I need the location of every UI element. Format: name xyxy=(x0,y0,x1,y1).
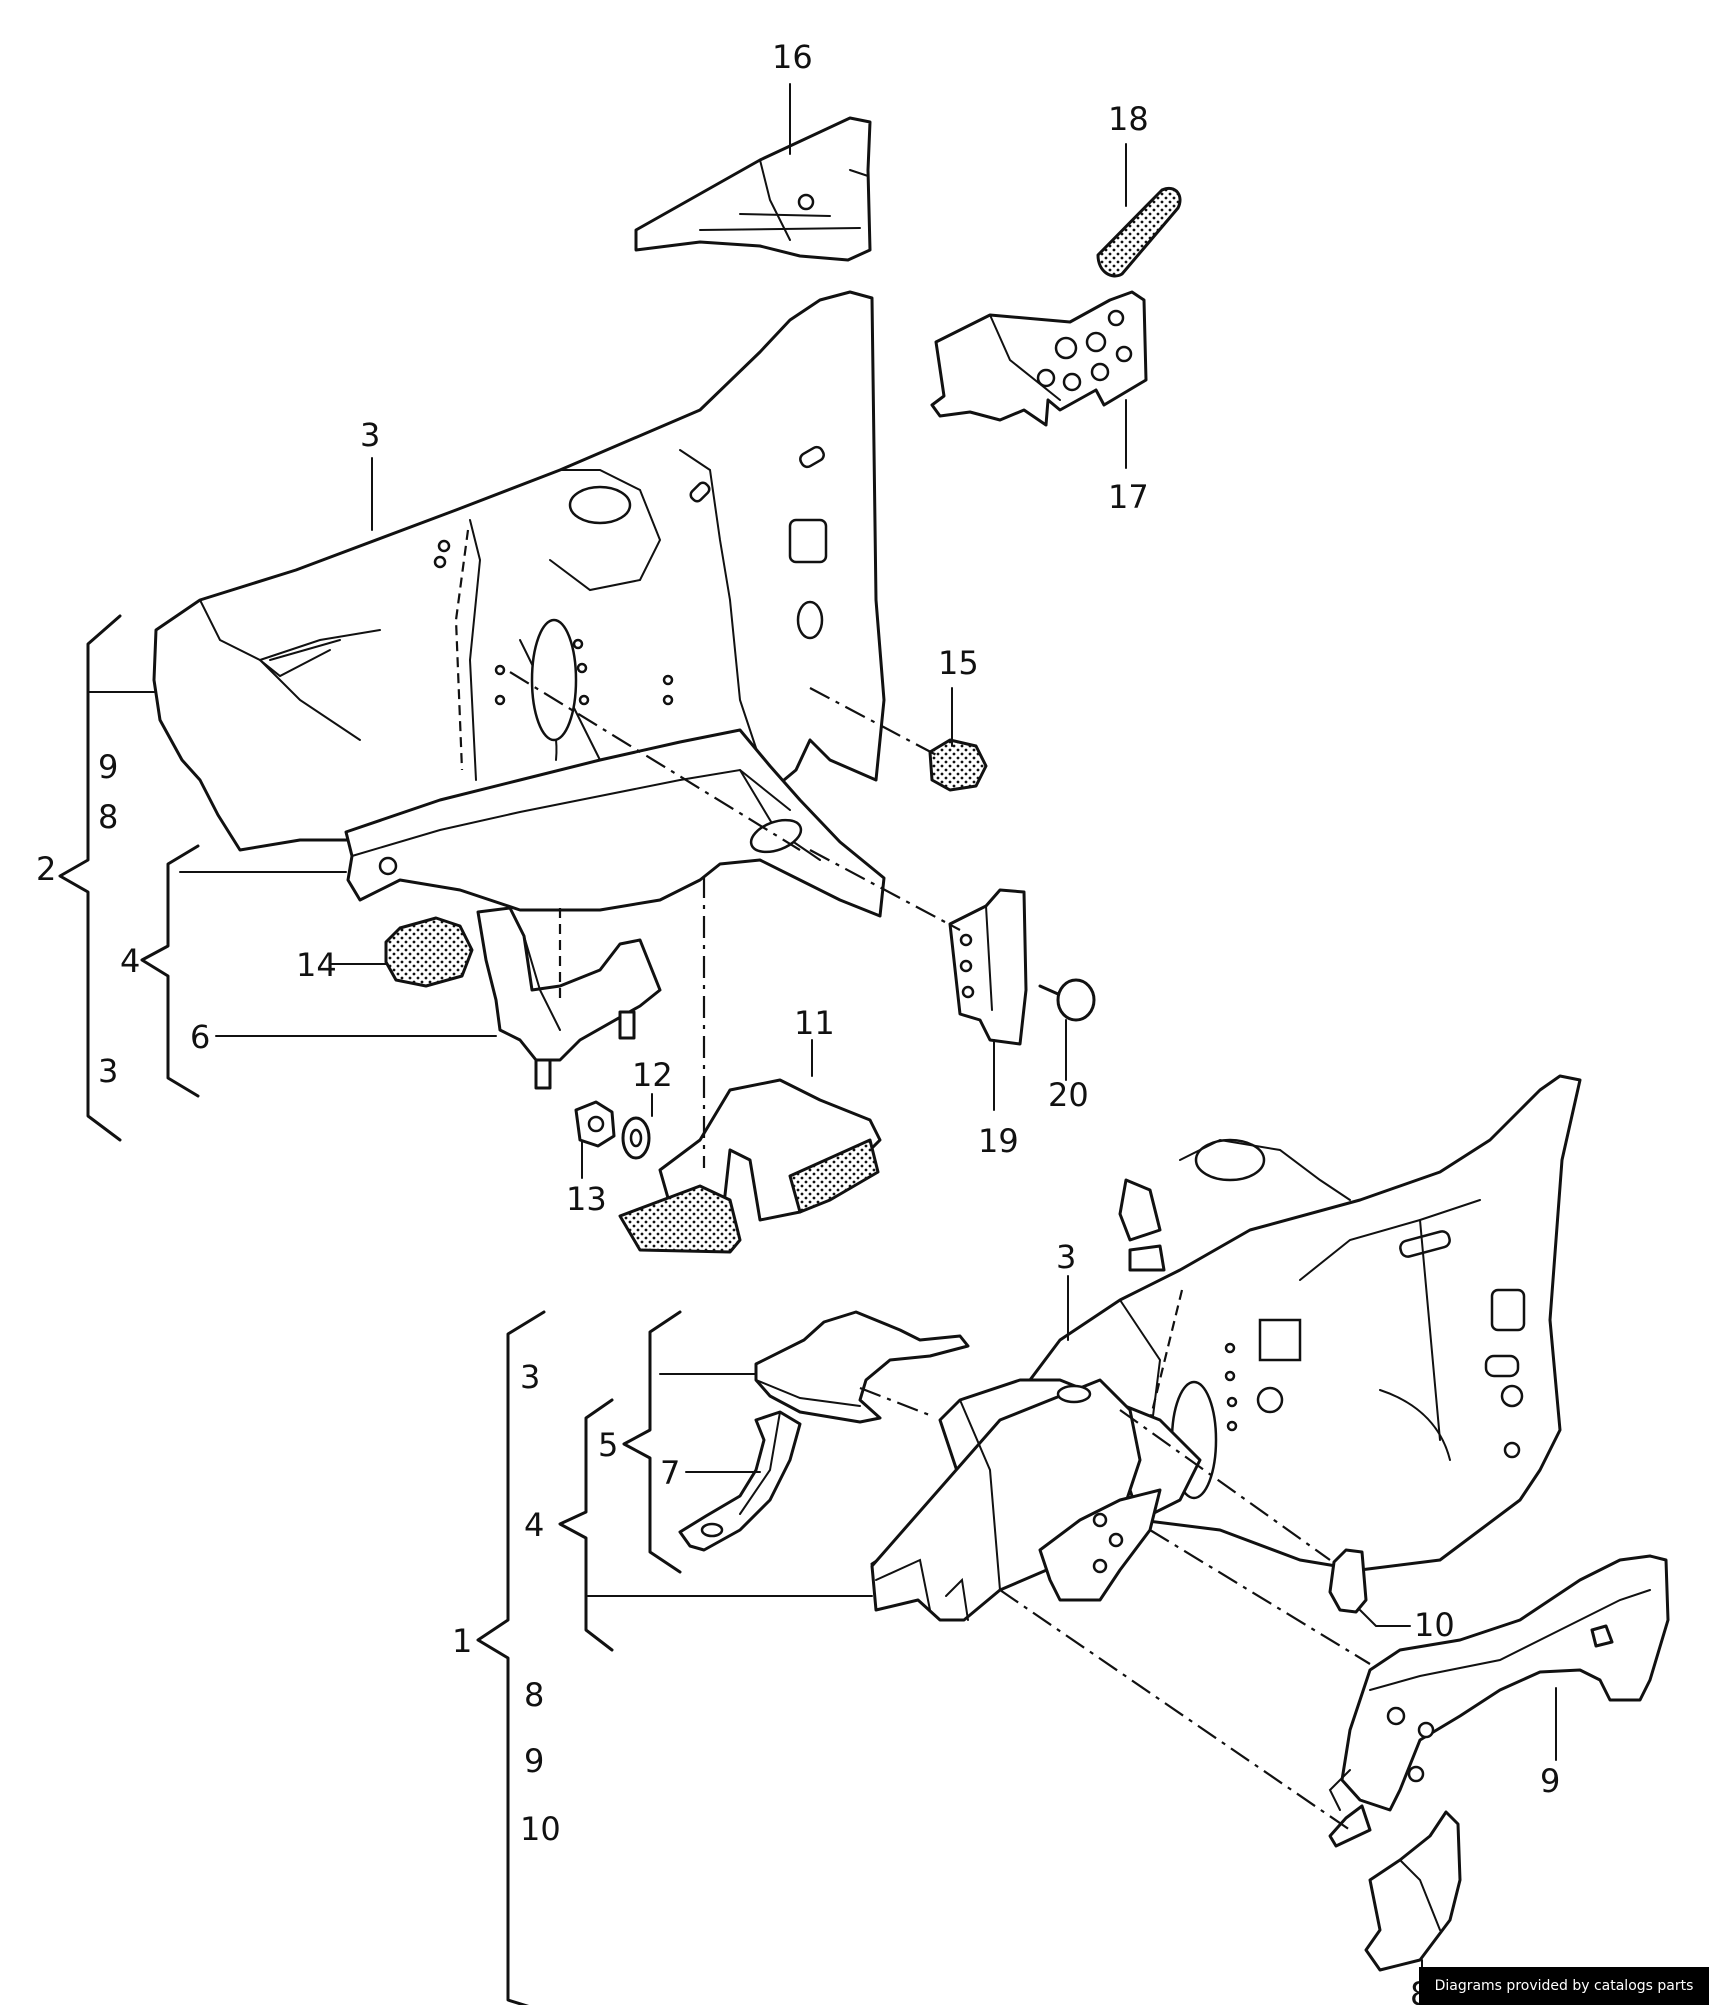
label-16: 16 xyxy=(772,38,813,76)
label-6: 6 xyxy=(190,1018,210,1056)
label-17: 17 xyxy=(1108,478,1149,516)
label-9-upper: 9 xyxy=(98,748,118,786)
label-4-upper: 4 xyxy=(120,942,140,980)
part-8-end-cap xyxy=(1328,1804,1462,1972)
label-8-lower-brace: 8 xyxy=(524,1676,544,1714)
label-20: 20 xyxy=(1048,1076,1089,1114)
label-10-part: 10 xyxy=(1414,1606,1455,1644)
label-2: 2 xyxy=(36,850,56,888)
part-9-side-member-lower xyxy=(1328,1554,1670,1812)
label-10-lower-brace: 10 xyxy=(520,1810,561,1848)
part-18-foam-insert xyxy=(1096,187,1182,278)
label-8-upper: 8 xyxy=(98,798,118,836)
label-11: 11 xyxy=(794,1004,835,1042)
label-9-part: 9 xyxy=(1540,1762,1560,1800)
part-19-plate xyxy=(948,888,1028,1046)
label-3-top: 3 xyxy=(360,416,380,454)
label-7: 7 xyxy=(660,1454,680,1492)
part-16-wheelhouse-extension xyxy=(634,116,872,262)
label-3-upper-brace: 3 xyxy=(98,1052,118,1090)
label-12: 12 xyxy=(632,1056,673,1094)
part-13-nut xyxy=(574,1100,616,1148)
label-3-lower-panel: 3 xyxy=(1056,1238,1076,1276)
label-13: 13 xyxy=(566,1180,607,1218)
label-15: 15 xyxy=(938,644,979,682)
label-1: 1 xyxy=(452,1622,472,1660)
label-3-lower-brace: 3 xyxy=(520,1358,540,1396)
label-9-lower-brace: 9 xyxy=(524,1742,544,1780)
part-9-side-member-upper xyxy=(344,728,886,918)
part-11-insulation xyxy=(618,1078,882,1254)
label-14: 14 xyxy=(296,946,337,984)
label-18: 18 xyxy=(1108,100,1149,138)
part-1-front-side-member xyxy=(870,1378,1202,1622)
part-20-clip xyxy=(1038,978,1096,1022)
part-6-mount-bracket xyxy=(476,906,662,1090)
credit-banner: Diagrams provided by catalogs parts xyxy=(1419,1967,1709,2005)
part-12-washer xyxy=(621,1116,651,1160)
label-19: 19 xyxy=(978,1122,1019,1160)
callout-labels: 16 18 17 3 15 9 8 2 4 14 6 3 11 12 13 19… xyxy=(36,38,1560,2005)
part-10-plate xyxy=(1328,1548,1368,1614)
part-17-bracket xyxy=(930,290,1148,427)
part-3-wheel-housing-upper xyxy=(152,290,886,872)
label-5: 5 xyxy=(598,1426,618,1464)
label-4-lower: 4 xyxy=(524,1506,544,1544)
part-14-rubber-buffer xyxy=(384,916,474,988)
part-7-bracket xyxy=(678,1410,802,1552)
part-15-grommet xyxy=(928,738,988,792)
part-3-top-reinforcement xyxy=(754,1310,970,1424)
